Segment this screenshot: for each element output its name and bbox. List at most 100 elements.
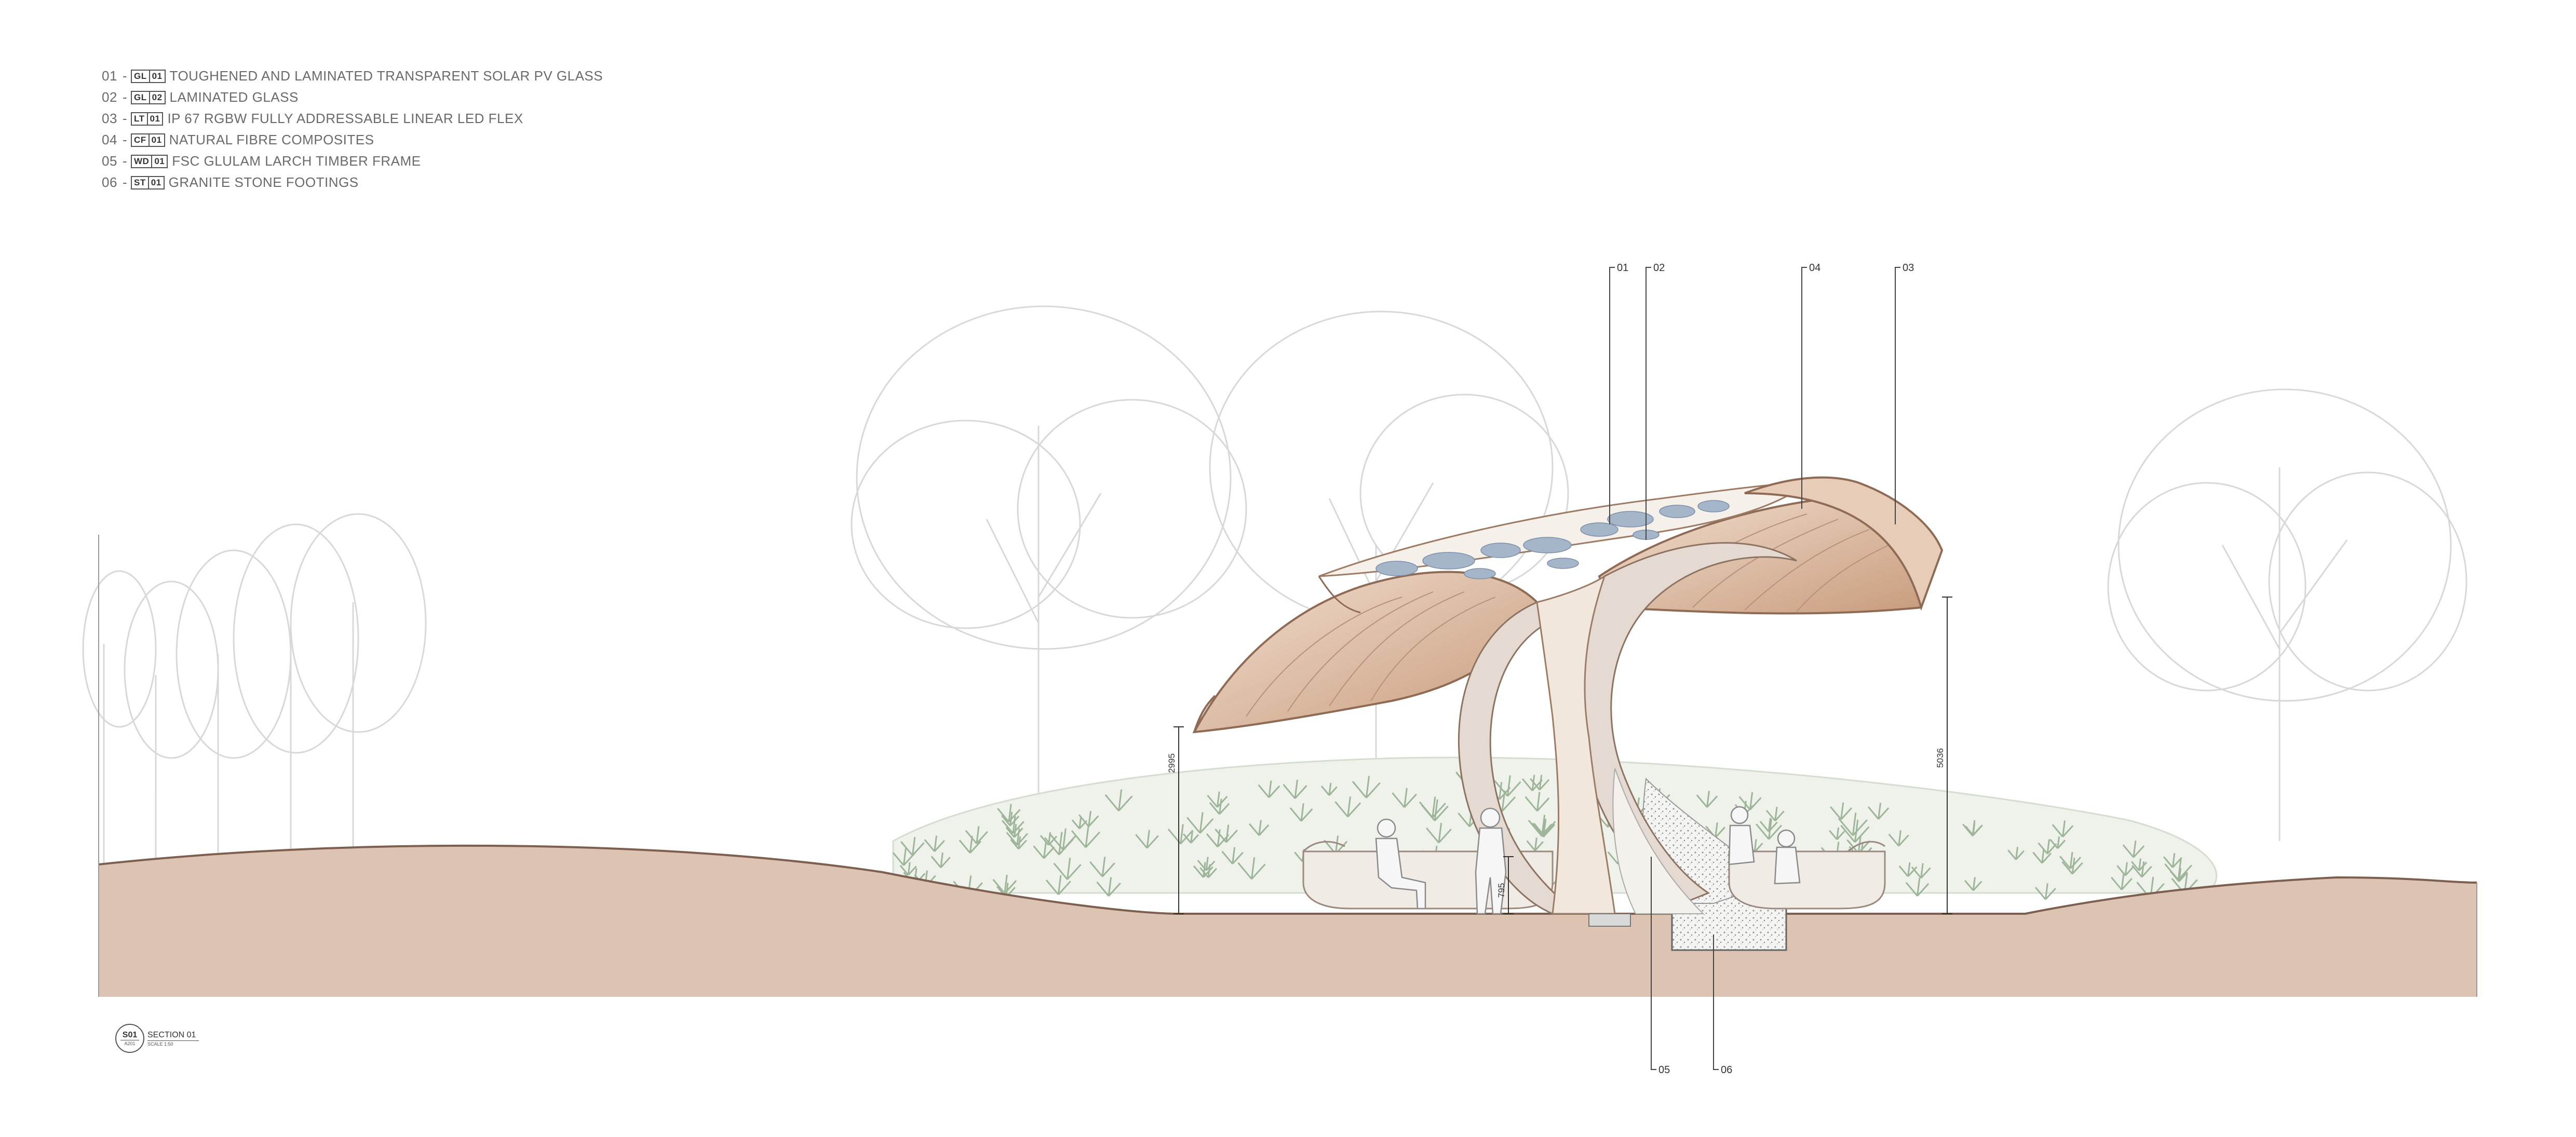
person-standing [1475,807,1507,915]
plant-tuft [1010,836,1027,850]
callout-01: 01 [1617,262,1628,274]
callout-06: 06 [1721,1064,1732,1076]
section-stamp: S01 A201 SECTION 01 SCALE 1:50 [115,1024,199,1053]
callout-02: 02 [1653,262,1665,274]
section-marker: S01 A201 [115,1024,144,1053]
legend-number: 01 [102,68,117,84]
plant-tuft [1830,802,1853,820]
plant-tuft [1696,791,1718,808]
plant-tuft [1962,820,1983,837]
dimension-label-5036: 5036 [1935,748,1945,768]
plant-tuft [2061,857,2083,875]
plant-tuft [1096,877,1121,897]
plant-tuft [924,835,945,852]
tree-center-left [851,305,1247,820]
legend-description: NATURAL FIBRE COMPOSITES [169,132,374,147]
plant-tuft [2059,852,2082,870]
section-title: SECTION 01 [147,1030,199,1041]
bench-right [1728,841,1886,910]
legend-dash: - [123,68,128,84]
plant-tuft [1186,812,1214,834]
plant-tuft [1867,803,1890,820]
plant-tuft [2122,840,2145,858]
plant-tuft [892,848,915,866]
legend-code-type: GL [131,90,150,104]
plant-tuft [2116,862,2135,876]
person-seated-left [1375,818,1426,910]
plant-tuft [1838,813,1868,836]
plant-tuft [1135,830,1159,849]
plant-tuft [1352,776,1381,798]
plant-tuft [1526,837,1544,851]
legend-number: 03 [102,111,117,126]
section-scale: SCALE 1:50 [147,1041,173,1047]
plant-tuft [1207,791,1228,808]
legend-number: 05 [102,153,117,169]
legend-code-number: 01 [150,69,166,83]
plant-tuft [2034,883,2056,900]
plant-tuft [1193,862,1213,878]
plant-tuft [1221,847,1244,864]
callout-05: 05 [1658,1064,1670,1076]
plant-tuft [1531,818,1556,837]
plant-tuft [965,826,988,844]
person-seated-right-1 [1728,806,1755,865]
callout-04: 04 [1809,262,1820,274]
callout-03: 03 [1903,262,1914,274]
plant-tuft [1182,831,1199,844]
legend-code-type: CF [131,133,150,147]
plant-tuft [900,836,925,856]
section-id: S01 [120,1031,140,1040]
plant-tuft [899,862,917,876]
legend-code-number: 02 [150,90,166,104]
plant-tuft [1765,806,1785,821]
plant-tuft [2049,836,2066,849]
plant-tuft [1049,828,1077,850]
ground-section [99,845,2477,997]
plant-tuft [1320,782,1338,796]
plant-tuft [1392,788,1418,808]
plant-tuft [1525,792,1550,812]
plant-tuft [1756,819,1782,840]
pavilion-canopy [1192,476,1944,927]
plant-tuft [1053,858,1082,880]
plant-tuft [2170,868,2188,882]
legend-dash: - [123,89,128,105]
plant-tuft [1040,832,1058,846]
plant-tuft [1215,824,1238,843]
section-sheet: A201 [124,1040,136,1046]
canopy-shell-right [1744,476,1944,611]
legend-code-number: 01 [152,154,168,168]
plant-tuft [1425,822,1452,844]
plant-tuft [1840,819,1870,843]
legend-code-number: 01 [149,133,165,147]
plant-tuft [2111,873,2133,890]
legend-description: FSC GLULAM LARCH TIMBER FRAME [172,153,421,169]
plant-tuft [1905,877,1930,897]
callout-leaders [1609,267,1900,1070]
legend-code-type: ST [131,175,149,190]
plant-tuft [1089,857,1115,877]
plant-tuft [1829,827,1845,840]
legend-dash: - [123,111,128,126]
plant-tuft [1209,798,1230,815]
column-wedge [1612,768,1705,914]
dimension-label-2995: 2995 [1167,753,1177,773]
plant-tuft [1078,810,1099,827]
central-column [1536,574,1616,915]
plant-tuft [1045,875,1071,895]
plant-tuft [2007,847,2025,860]
plant-tuft [2032,848,2052,864]
plant-tuft [930,852,951,869]
legend-description: IP 67 RGBW FULLY ADDRESSABLE LINEAR LED … [167,111,523,126]
